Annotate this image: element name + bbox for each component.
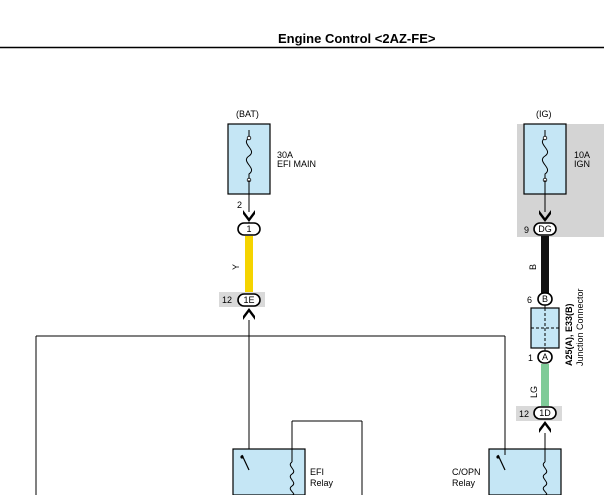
terminal-b-label: B	[542, 294, 548, 304]
efi-relay-suffix: Relay	[310, 478, 334, 488]
ign-name: IGN	[574, 159, 590, 169]
relay-coil-icon	[289, 461, 295, 495]
connector-arrow-icon	[539, 210, 551, 222]
junction-code: A25(A), E33(B)	[564, 303, 574, 366]
junction-name: Junction Connector	[575, 288, 585, 366]
connector-1e-pin: 12	[222, 295, 232, 305]
efi-main-pin: 2	[237, 200, 242, 210]
copn-relay	[488, 448, 562, 495]
wire-lg-label: LG	[529, 386, 539, 398]
terminal-a-label: A	[542, 352, 548, 362]
connector-dg-label: DG	[538, 224, 552, 234]
connector-1e	[237, 293, 261, 307]
connector-dg	[533, 222, 557, 236]
terminal-a	[537, 350, 553, 364]
wire-b-label: B	[528, 264, 538, 270]
ign-fuse	[523, 123, 567, 195]
efi-relay	[232, 421, 306, 495]
wire-y-label: Y	[231, 264, 241, 270]
efi-main-name: EFI MAIN	[277, 159, 316, 169]
connector-1d	[533, 406, 557, 420]
junction-connector	[530, 305, 560, 351]
efi-main-fuse	[227, 123, 271, 195]
page-title: Engine Control <2AZ-FE>	[278, 31, 436, 46]
connector-1e-label: 1E	[243, 295, 254, 305]
terminal-1-label: 1	[246, 224, 251, 234]
connector-dg-pin: 9	[524, 225, 529, 235]
connector-arrow-icon	[539, 421, 551, 433]
efi-main-rating: 30A	[277, 150, 293, 160]
wire-lightgreen	[541, 364, 549, 406]
bat-source-label: (BAT)	[236, 109, 259, 119]
efi-relay-name: EFI	[310, 467, 324, 477]
copn-relay-name: C/OPN	[452, 467, 481, 477]
connector-1d-label: 1D	[539, 408, 551, 418]
connector-1d-pin: 12	[519, 409, 529, 419]
copn-relay-suffix: Relay	[452, 478, 476, 488]
terminal-b-pin: 6	[527, 295, 532, 305]
ign-rating: 10A	[574, 150, 590, 160]
wire-black	[541, 236, 549, 293]
terminal-1	[237, 222, 261, 236]
fuse-icon	[541, 130, 549, 180]
relay-coil-icon	[542, 461, 548, 495]
fuse-icon	[245, 130, 253, 180]
terminal-a-pin: 1	[528, 353, 533, 363]
ig-source-label: (IG)	[536, 109, 552, 119]
connector-arrow-icon	[243, 210, 255, 222]
wire-yellow	[245, 236, 253, 294]
connector-arrow-icon	[243, 308, 255, 320]
